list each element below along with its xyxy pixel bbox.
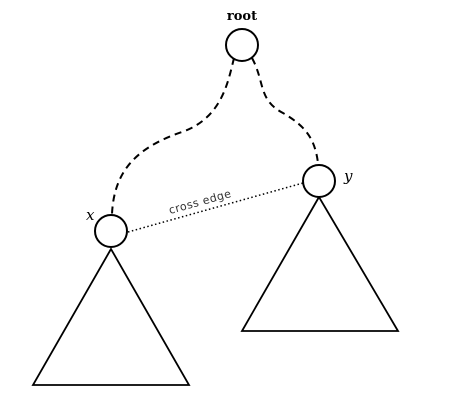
node-y xyxy=(302,164,336,198)
subtree-y-triangle xyxy=(240,195,400,332)
node-x xyxy=(94,214,128,248)
root-label: root xyxy=(227,9,257,24)
path-root-to-y xyxy=(251,57,319,164)
root-node xyxy=(225,28,259,62)
node-x-label: x xyxy=(86,206,95,224)
node-y-label: y xyxy=(343,167,353,185)
path-root-to-x xyxy=(111,57,235,215)
cross-edge-label: cross edge xyxy=(167,187,233,217)
subtree-x-triangle xyxy=(31,247,191,386)
